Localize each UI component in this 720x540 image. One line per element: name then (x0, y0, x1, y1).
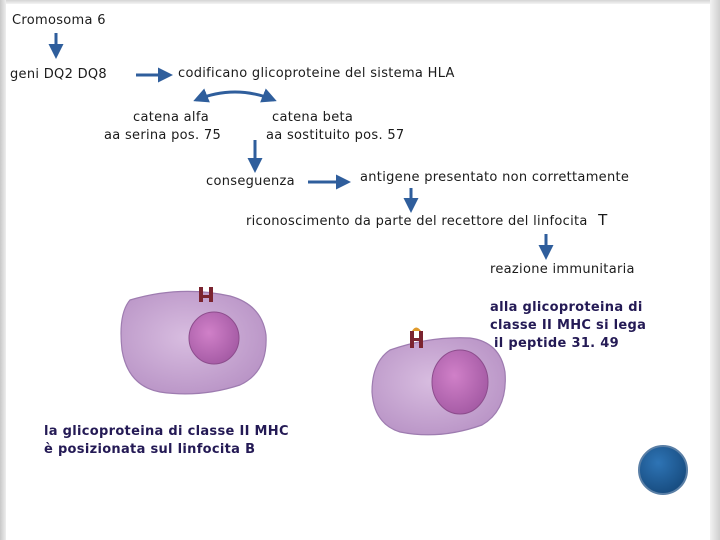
mhc-receptor-left (199, 287, 213, 302)
beta-chain-label: catena beta (272, 110, 354, 125)
alpha-chain-label: catena alfa (133, 110, 209, 125)
encode-label: codificano glicoproteine del sistema HLA (178, 66, 455, 81)
b-cell-caption-line2: è posizionata sul linfocita B (44, 442, 256, 457)
immune-reaction-label: reazione immunitaria (490, 262, 635, 277)
recognition-t-letter: T (598, 211, 608, 229)
b-cell-right (371, 327, 506, 436)
corner-circle-decoration (638, 445, 688, 495)
slide-right-border (710, 0, 720, 540)
serine-label: aa serina pos. 75 (104, 128, 222, 143)
peptide-caption-line1: alla glicoproteina di (490, 300, 643, 315)
peptide-caption-line2: classe II MHC si lega (490, 318, 647, 333)
recognition-label: riconoscimento da parte del recettore de… (246, 211, 608, 229)
b-cell-left (120, 287, 267, 395)
arrow-alpha-beta (193, 88, 277, 103)
consequence-label: conseguenza (206, 174, 295, 189)
b-cell-caption-line1: la glicoproteina di classe II MHC (44, 424, 289, 439)
slide-top-border (0, 0, 720, 4)
peptide-caption-line3: il peptide 31. 49 (494, 336, 619, 351)
nucleus-left (188, 311, 240, 365)
nucleus-right (431, 349, 489, 415)
antigen-label: antigene presentato non correttamente (360, 170, 630, 185)
recognition-text: riconoscimento da parte del recettore de… (246, 214, 588, 229)
chromosome-label: Cromosoma 6 (12, 13, 106, 28)
slide-left-border (0, 0, 6, 540)
genes-label: geni DQ2 DQ8 (10, 67, 107, 82)
mhc-receptor-right (410, 327, 423, 348)
substituted-label: aa sostituito pos. 57 (266, 128, 405, 143)
